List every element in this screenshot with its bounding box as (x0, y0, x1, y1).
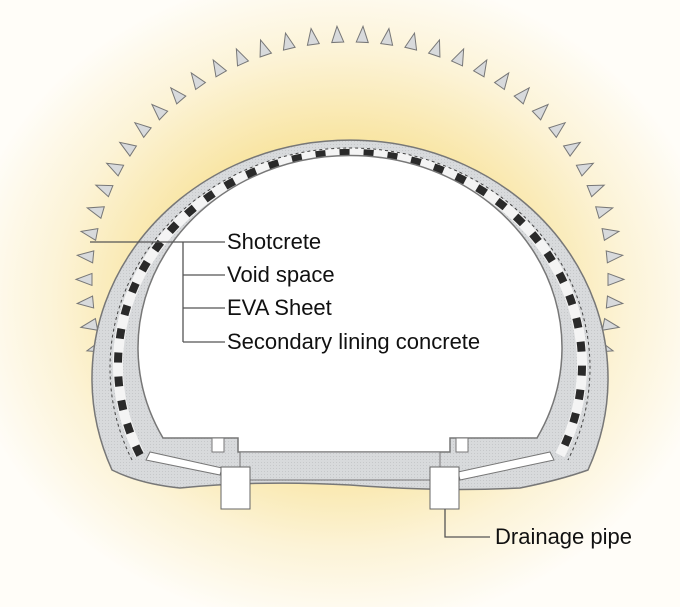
label-void-space: Void space (227, 262, 335, 287)
label-secondary-lining: Secondary lining concrete (227, 329, 481, 354)
rock-bolt-spike (586, 184, 606, 198)
rock-bolt-spike (94, 184, 114, 198)
rock-bolt-spike (601, 317, 621, 331)
label-eva-sheet: EVA Sheet (227, 295, 332, 320)
right-drainage-pipe (429, 466, 460, 510)
rock-bolt-spike (235, 47, 250, 67)
label-shotcrete: Shotcrete (227, 229, 322, 254)
rock-bolt-spike (575, 162, 595, 177)
eva-sheet (114, 148, 586, 457)
invert-slab (239, 451, 441, 481)
rock-bolt-spike (355, 24, 369, 44)
rock-bolt-spike (105, 162, 125, 177)
rock-bolt-spike (427, 38, 441, 58)
rock-bolt-spike (79, 317, 99, 331)
rock-bolt-spike (605, 250, 625, 264)
rock-bolt-spikes (74, 24, 626, 353)
rock-bolt-spike (562, 141, 582, 157)
rock-bolt-spike (133, 121, 152, 139)
rock-bolt-spike (85, 206, 105, 220)
rock-bolt-spike (493, 71, 510, 91)
rock-bolt-spike (531, 103, 550, 121)
eva-sheet-zigzag (109, 147, 591, 461)
rock-bolt-spike (513, 86, 531, 105)
left-gutter (211, 437, 225, 453)
rock-bolt-spike (450, 47, 465, 67)
rock-bolt-spike (282, 31, 296, 51)
rock-bolt-spike (75, 295, 95, 309)
rock-bolt-spike (259, 38, 273, 58)
rock-bolt-spike (595, 206, 615, 220)
rock-bolt-spike (472, 58, 488, 78)
secondary-lining-inner-space (137, 154, 563, 453)
rock-bolt-spike (190, 71, 207, 91)
right-gutter (455, 437, 469, 453)
rock-bolt-spike (79, 227, 99, 242)
label-drainage-pipe: Drainage pipe (495, 524, 632, 549)
rock-bolt-spike (74, 272, 93, 287)
rock-bolt-spike (212, 58, 228, 78)
leader-lines (90, 241, 490, 538)
rock-bolt-spike (118, 141, 138, 157)
rock-bolt-spike (607, 272, 626, 287)
rock-bolt-spike (605, 295, 625, 309)
rock-bolt-spike (404, 31, 418, 51)
left-drainage-pipe (220, 466, 251, 510)
rock-bolt-spike (75, 250, 95, 264)
rock-bolt-spike (150, 103, 169, 121)
rock-bolt-spike (331, 24, 345, 44)
rock-bolt-spike (601, 227, 621, 242)
rock-bolt-spike (306, 27, 321, 46)
rock-bolt-spike (548, 121, 567, 139)
rock-bolt-spike (379, 27, 394, 46)
rock-bolt-spike (169, 86, 187, 105)
